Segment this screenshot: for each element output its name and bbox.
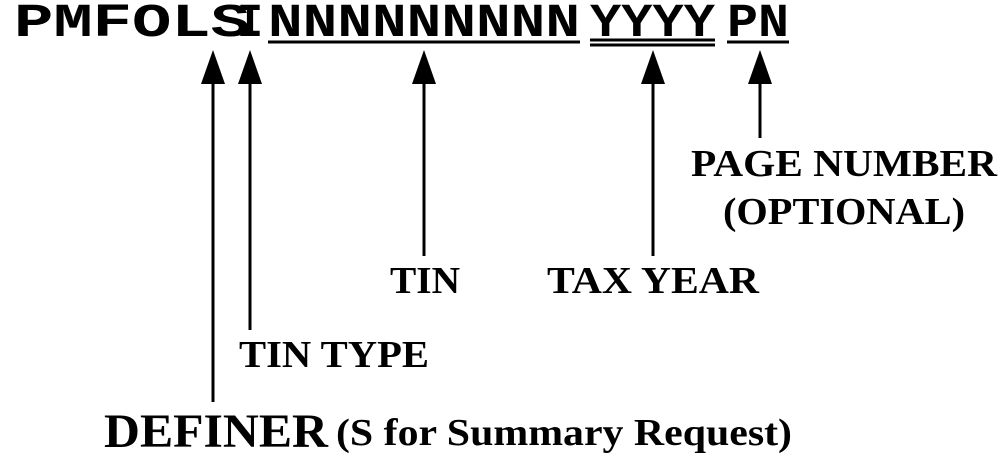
tin-arrow <box>412 50 436 256</box>
definer-note-label: (S for Summary Request) <box>336 412 792 454</box>
tin-type-arrow <box>238 50 262 330</box>
page-number-label: PAGE NUMBER <box>691 143 998 185</box>
tax-year-arrow <box>641 50 665 256</box>
page-number-arrow <box>748 50 772 138</box>
tax-year-code: YYYY <box>590 0 716 51</box>
tin-type-code: I <box>237 0 263 51</box>
arrows <box>201 50 772 402</box>
field-underlines <box>268 38 789 47</box>
definer-arrow <box>201 50 225 402</box>
page-number-optional-label: (OPTIONAL) <box>723 191 965 233</box>
tax-year-label: TAX YEAR <box>547 260 760 302</box>
definer-label: DEFINER <box>104 405 329 458</box>
tin-label: TIN <box>390 260 460 302</box>
command-prefix: PMFOLS <box>14 0 250 51</box>
tin-type-label: TIN TYPE <box>239 334 429 376</box>
